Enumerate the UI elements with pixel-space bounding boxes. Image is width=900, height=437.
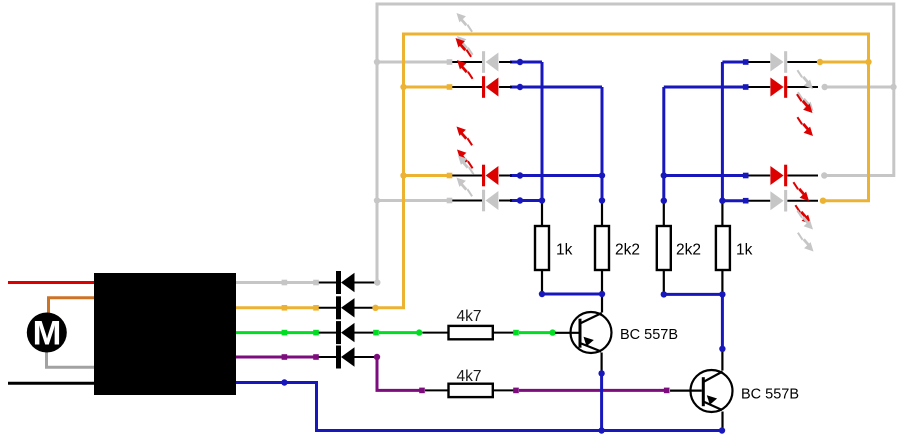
- svg-text:2k2: 2k2: [676, 242, 701, 259]
- svg-text:M: M: [33, 315, 62, 353]
- svg-text:4k7: 4k7: [457, 308, 482, 325]
- svg-text:2k2: 2k2: [615, 242, 640, 259]
- svg-text:1k: 1k: [736, 242, 753, 259]
- svg-text:BC 557B: BC 557B: [620, 327, 678, 343]
- svg-text:BC 557B: BC 557B: [741, 387, 799, 403]
- svg-text:1k: 1k: [556, 242, 573, 259]
- svg-text:4k7: 4k7: [457, 368, 482, 385]
